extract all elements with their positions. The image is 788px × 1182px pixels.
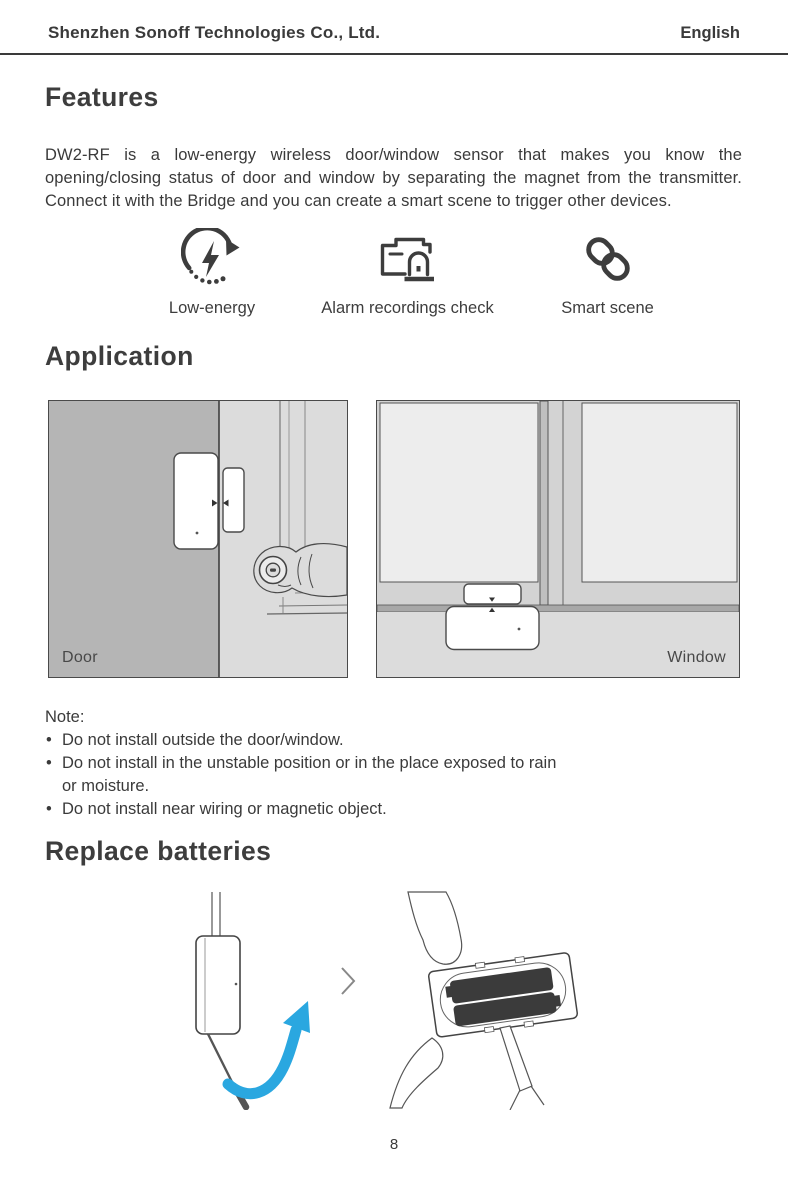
note-item: Do not install in the unstable position … — [45, 752, 569, 798]
application-heading: Application — [45, 341, 194, 371]
note-item: Do not install near wiring or magnetic o… — [45, 798, 569, 821]
language-label: English — [680, 24, 740, 42]
alarm-recordings-icon-svg — [380, 237, 434, 282]
feature-label: Low-energy — [168, 299, 256, 317]
smart-scene-icon-svg — [585, 237, 630, 281]
smart-scene-icon — [581, 226, 635, 292]
door-illustration — [49, 401, 347, 677]
alarm-recordings-icon — [375, 226, 441, 292]
note-item: Do not install outside the door/window. — [45, 729, 569, 752]
window-illustration — [377, 401, 739, 677]
feature-smart-scene: Smart scene — [535, 226, 680, 318]
feature-label: Smart scene — [561, 299, 654, 317]
features-heading: Features — [45, 82, 159, 112]
window-figure: Window — [376, 400, 740, 678]
low-energy-icon-svg — [181, 228, 240, 285]
note-list: Do not install outside the door/window. … — [45, 729, 569, 821]
page-header: Shenzhen Sonoff Technologies Co., Ltd. E… — [0, 0, 788, 55]
note-title: Note: — [45, 708, 85, 726]
features-description: DW2-RF is a low-energy wireless door/win… — [45, 145, 742, 210]
battery-illustration — [195, 891, 578, 1111]
replace-batteries-heading: Replace batteries — [45, 836, 272, 866]
company-name: Shenzhen Sonoff Technologies Co., Ltd. — [48, 23, 381, 42]
door-figure: Door — [48, 400, 348, 678]
feature-low-energy: Low-energy — [137, 226, 287, 318]
low-energy-icon — [181, 226, 243, 292]
window-figure-label: Window — [667, 649, 726, 666]
door-figure-label: Door — [62, 649, 98, 666]
feature-alarm-recordings: Alarm recordings check — [300, 226, 515, 318]
feature-label: Alarm recordings check — [321, 299, 494, 317]
page-number: 8 — [389, 1136, 399, 1153]
replace-batteries-figure — [150, 890, 630, 1111]
note-block: Note: Do not install outside the door/wi… — [45, 706, 569, 821]
